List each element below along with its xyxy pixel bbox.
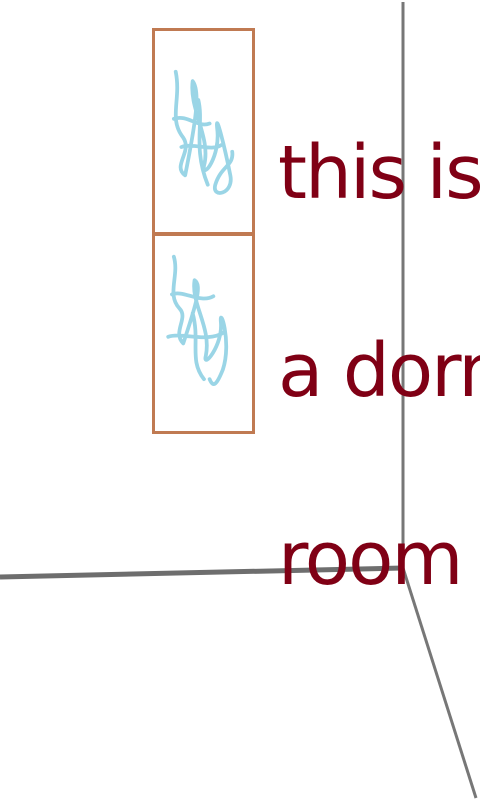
curtain-scribble-icon — [166, 254, 229, 386]
caption-line-2: a dorm — [278, 328, 480, 414]
floor-line-right — [401, 567, 478, 799]
window-top-pane — [152, 28, 255, 236]
window-bottom-pane — [152, 232, 255, 434]
floor-line-left — [0, 565, 404, 580]
caption-line-1: this is — [278, 130, 480, 216]
caption-line-3: room — [278, 516, 463, 602]
curtain-scribble-icon — [171, 69, 235, 195]
